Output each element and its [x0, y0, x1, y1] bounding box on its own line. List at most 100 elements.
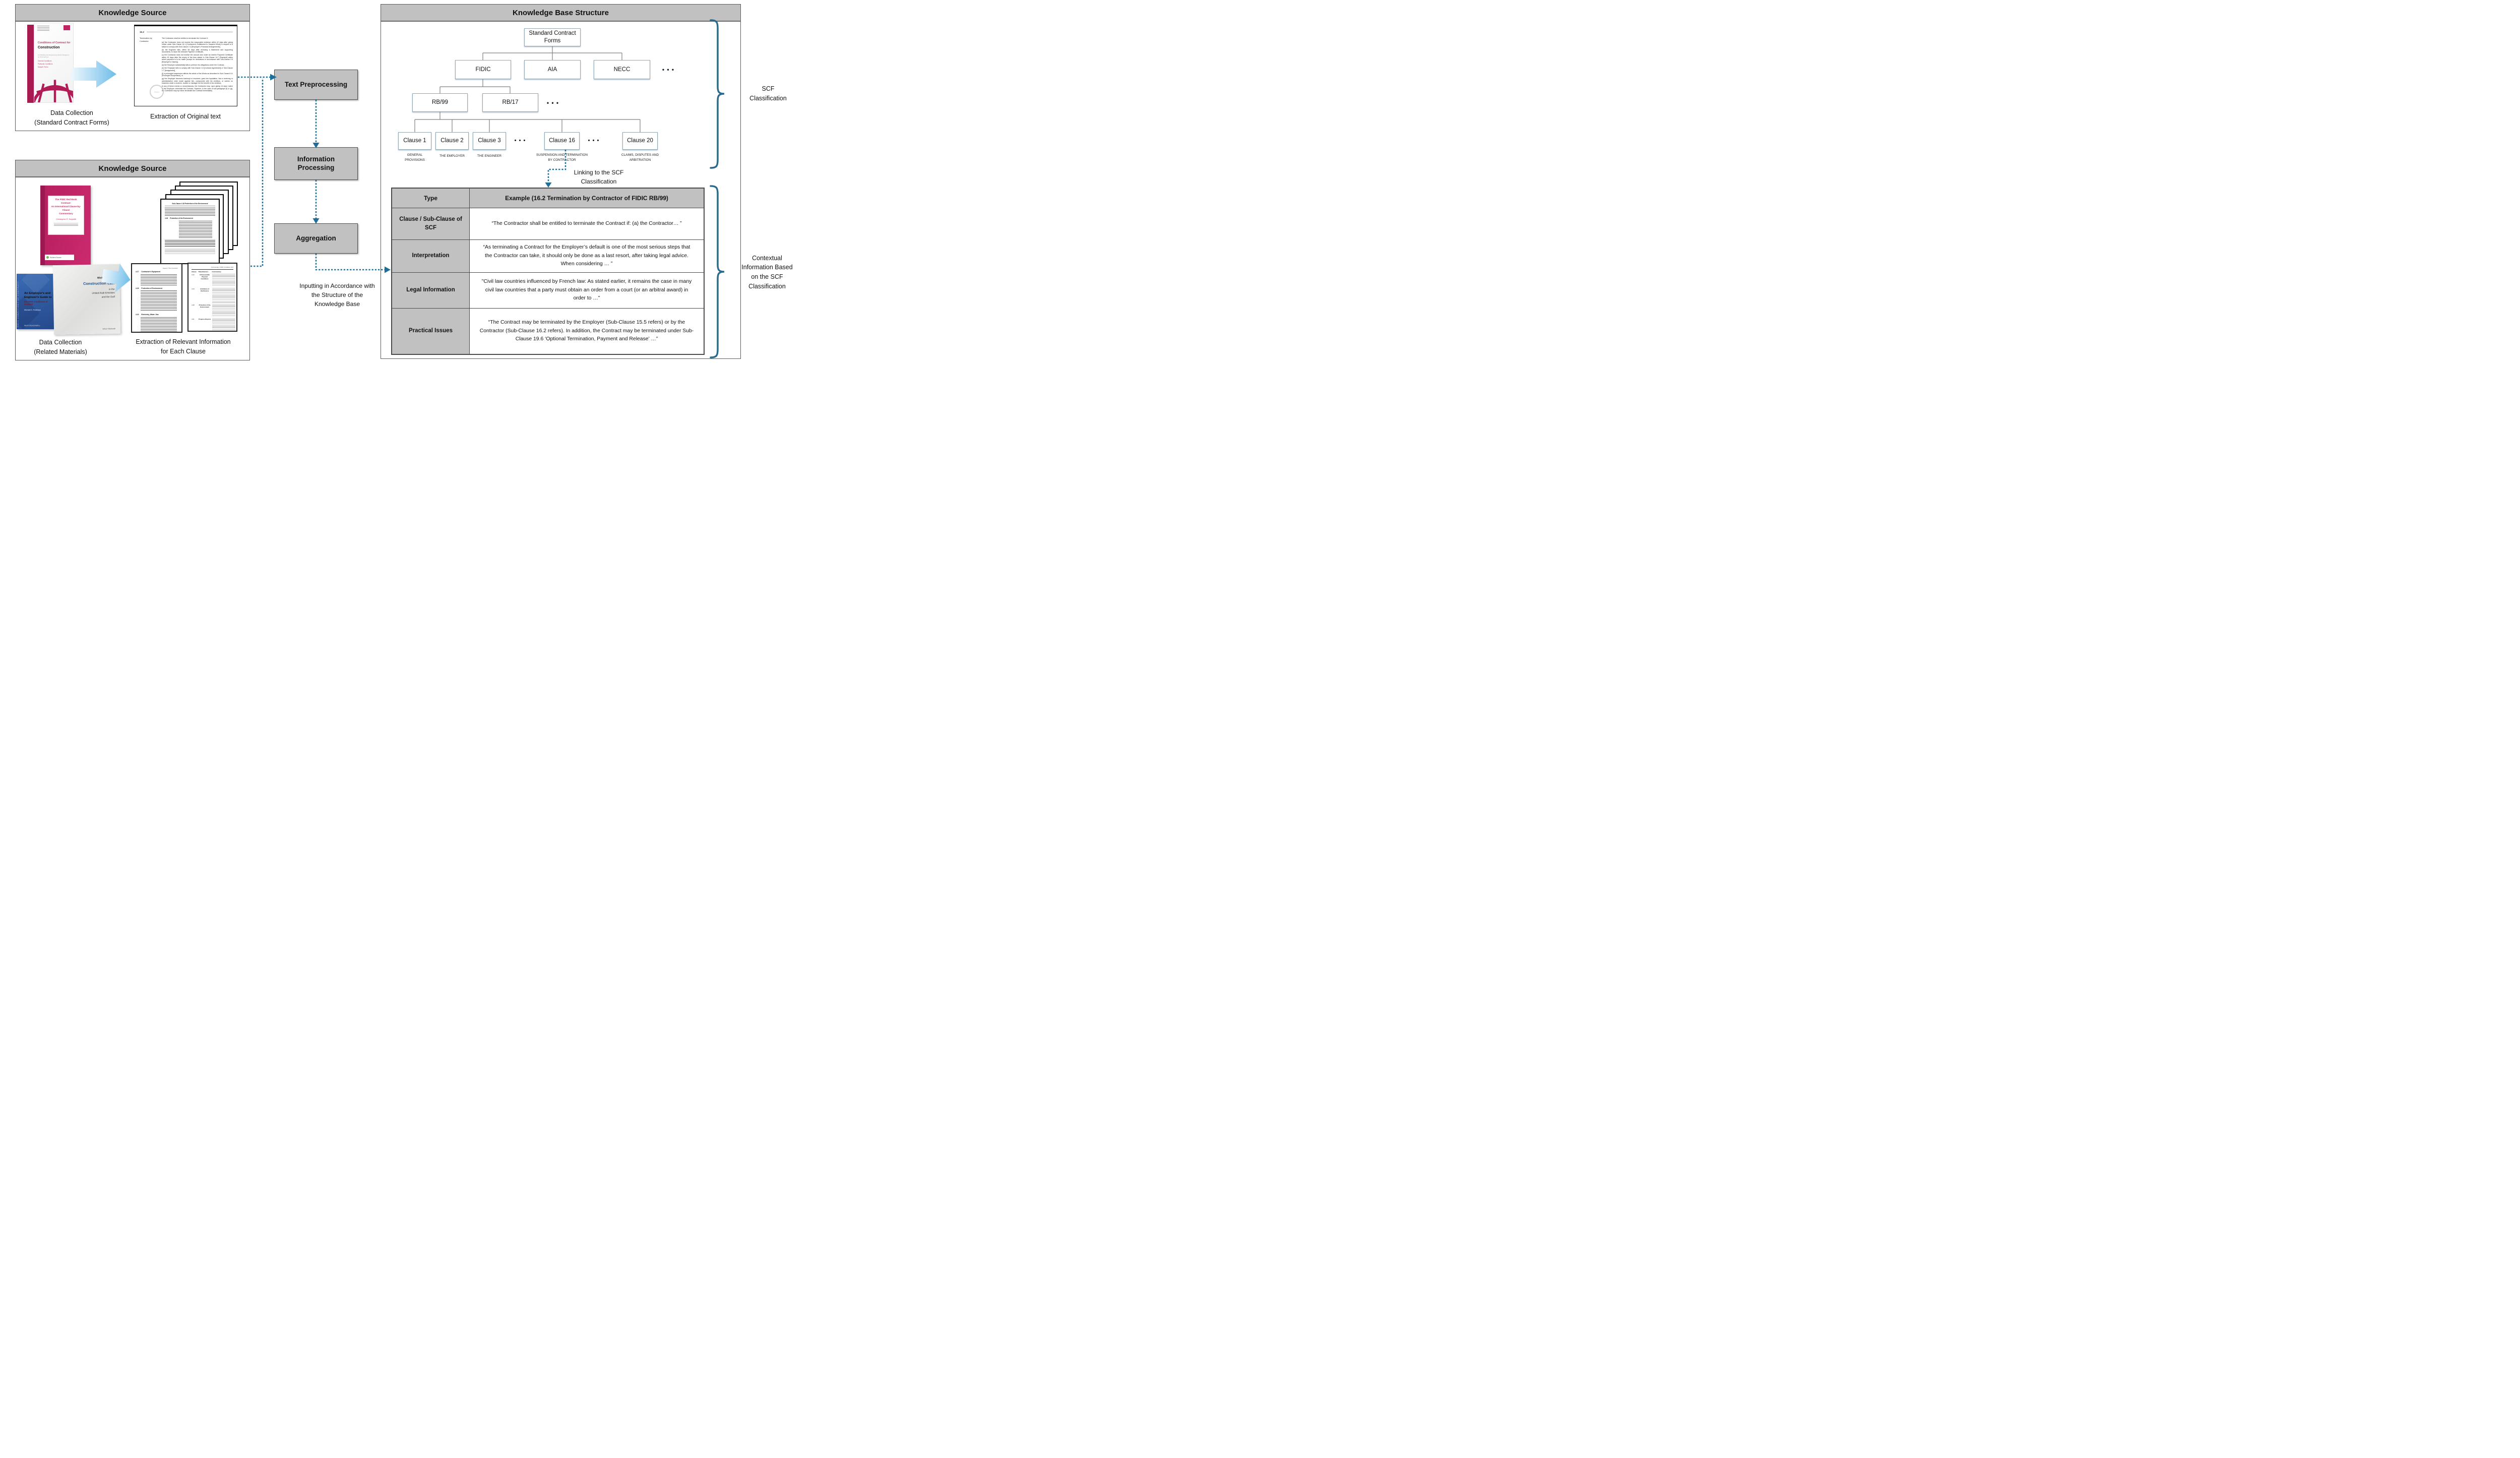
- publisher-logo-icon: [46, 256, 49, 259]
- fidic-logo-block: [64, 25, 70, 30]
- book-title-red: Conditions of Contract for: [38, 41, 71, 44]
- ellipsis-dots: • • •: [514, 138, 526, 144]
- node-rb17: RB/17: [482, 93, 538, 112]
- linking-note: Linking to the SCF Classification: [574, 169, 624, 185]
- clause-body: The Contractor shall be entitled to term…: [162, 37, 233, 92]
- page-header: Commentary: FIDIC Conditions 313: [211, 266, 233, 268]
- row-title: Protection of the Environment: [199, 303, 211, 308]
- clause-item: (d) the Employer substantially fails to …: [162, 64, 225, 66]
- section-no: 4.17: [136, 271, 139, 273]
- faux-text-lines: [165, 207, 215, 216]
- clause-no-text: 16.2: [140, 31, 144, 33]
- paper-sheet-front: Sub-Clause 4.18 Protection of the Enviro…: [160, 199, 220, 264]
- row-type-practical: Practical Issues: [392, 309, 470, 354]
- arrow-source-bottom-join: [250, 78, 264, 267]
- clause-side-label: Termination by Contractor: [140, 37, 152, 42]
- caption-data-collection-related: Data Collection (Related Materials): [34, 339, 87, 355]
- ellipsis-dots: • • •: [588, 138, 600, 144]
- section-title: Contractor's Equipment: [141, 271, 160, 273]
- clause-item: (c) the Contractor does not receive the …: [162, 54, 233, 63]
- row-no: 4.12: [192, 273, 195, 276]
- panel-header: Knowledge Source: [16, 5, 249, 22]
- diagram-canvas: Knowledge Source Conditions of Contract …: [0, 0, 796, 364]
- clause-item: (f) a prolonged suspension affects the w…: [162, 72, 233, 77]
- section-no: 4.19: [136, 314, 139, 316]
- paper-stack: Sub-Clause 4.18 Protection of the Enviro…: [160, 181, 241, 265]
- panel-title: Knowledge Source: [98, 164, 167, 173]
- clause-3-sublabel: THE ENGINEER: [477, 154, 501, 158]
- section-title: Protection of Environment: [141, 287, 162, 289]
- label-contextual-information: Contextual Information Based on the SCF …: [741, 254, 793, 290]
- book-author: Michael D. Robinson: [24, 309, 41, 311]
- row-no: 4.14: [192, 287, 195, 290]
- step-aggregation: Aggregation: [274, 223, 358, 254]
- node-necc: NECC: [594, 60, 650, 79]
- flow-arrow-icon: [101, 263, 131, 292]
- faux-text-lines: [54, 222, 78, 227]
- employers-engineers-guide-book: FIDIC CONDITIONS OF CONTRACT An Employer…: [17, 274, 54, 329]
- node-rb99: RB/99: [412, 93, 468, 112]
- book-cover: Conditions of Contract for Construction …: [34, 23, 74, 103]
- fidic-red-book: Conditions of Contract for Construction …: [27, 23, 74, 105]
- inputting-note: Inputting in Accordance with the Structu…: [299, 282, 375, 308]
- book-title: An Employer's and Engineer's Guide to: [24, 292, 52, 299]
- caption-extraction-original: Extraction of Original text: [150, 112, 221, 120]
- publisher: Wolters Kluwer: [50, 256, 61, 259]
- section-no: 4.18: [136, 287, 139, 289]
- node-clause-20: Clause 20: [622, 132, 658, 150]
- row-title: Progress Reports: [198, 318, 211, 320]
- clause-item: (g) the Employer becomes bankrupt or ins…: [162, 78, 233, 85]
- section-title: Protection of the Environment: [170, 217, 193, 219]
- row-type-interpretation: Interpretation: [392, 240, 470, 273]
- panel-header: Knowledge Base Structure: [381, 5, 740, 22]
- row-type-legal: Legal Information: [392, 273, 470, 309]
- faux-text-lines: [141, 290, 177, 312]
- node-clause-3: Clause 3: [473, 132, 506, 150]
- node-clause-16: Clause 16: [544, 132, 580, 150]
- row-title: Avoidance of Interference: [200, 287, 210, 292]
- row-example-clause: “The Contractor shall be entitled to ter…: [470, 208, 704, 240]
- step-information-processing: Information Processing: [274, 147, 358, 180]
- relevant-info-page-right: Commentary: FIDIC Conditions 313 Clause …: [187, 263, 237, 332]
- col-header: Commentary: [212, 270, 221, 273]
- book-spine: [40, 186, 45, 265]
- row-type-clause: Clause / Sub-Clause of SCF: [392, 208, 470, 240]
- fidic-red-book-commentary: The FIDIC Red Book Contract: An Internat…: [40, 186, 91, 265]
- clause-item: (e) the Employer fails to comply with Su…: [162, 67, 233, 72]
- clause-intro: The Contractor shall be entitled to term…: [162, 37, 208, 39]
- col-header: Clause: [192, 270, 197, 273]
- panel-header: Knowledge Source: [16, 160, 249, 177]
- publisher: WILEY-BLACKWELL: [24, 325, 40, 327]
- publisher: WILEY Blackwell: [102, 328, 116, 330]
- table-header-type: Type: [392, 189, 470, 208]
- faux-text-lines: [141, 317, 177, 331]
- panel-title: Knowledge Base Structure: [513, 8, 609, 17]
- book-title: The FIDIC Red Book Contract: An Internat…: [51, 198, 81, 215]
- clause-1-sublabel: GENERAL PROVISIONS: [405, 153, 425, 162]
- original-text-page: 16.2 Termination by Contractor The Contr…: [134, 25, 237, 106]
- clause-item: (b) the Engineer fails, within 56 days a…: [162, 48, 233, 53]
- node-aia: AIA: [524, 60, 581, 79]
- flow-arrow-icon: [71, 60, 116, 88]
- clause-closing: In any of these events or circumstances,…: [162, 85, 233, 92]
- caption-extraction-relevant: Extraction of Relevant Information for E…: [136, 338, 231, 355]
- clause-20-sublabel: CLAIMS, DISPUTES AND ARBITRATION: [621, 153, 659, 162]
- row-no: 4.18: [192, 303, 195, 306]
- cover-pattern: [21, 274, 50, 294]
- section-title: Electricity, Water, Gas: [141, 314, 159, 316]
- faux-text-lines: [212, 273, 235, 287]
- dome-graphic: [34, 80, 73, 102]
- row-example-interpretation: “As terminating a Contract for the Emplo…: [470, 240, 704, 273]
- book-list-lines: General Conditions Particular Conditions…: [38, 60, 53, 69]
- book-label: The FIDIC Red Book Contract: An Internat…: [48, 196, 84, 235]
- publisher-strip: Wolters Kluwer: [45, 255, 74, 260]
- clause-16-sublabel: SUSPENSION AND TERMINATION BY CONTRACTOR: [536, 153, 588, 162]
- ellipsis-dots: • • •: [662, 66, 675, 73]
- node-clause-1: Clause 1: [398, 132, 431, 150]
- paper-heading: Sub-Clause 4.18 Protection of the Enviro…: [165, 203, 215, 206]
- table-header-example: Example (16.2 Termination by Contractor …: [470, 189, 704, 208]
- col-header: Title/Abstract: [198, 270, 208, 273]
- faux-text-lines: [212, 287, 235, 303]
- node-fidic: FIDIC: [455, 60, 511, 79]
